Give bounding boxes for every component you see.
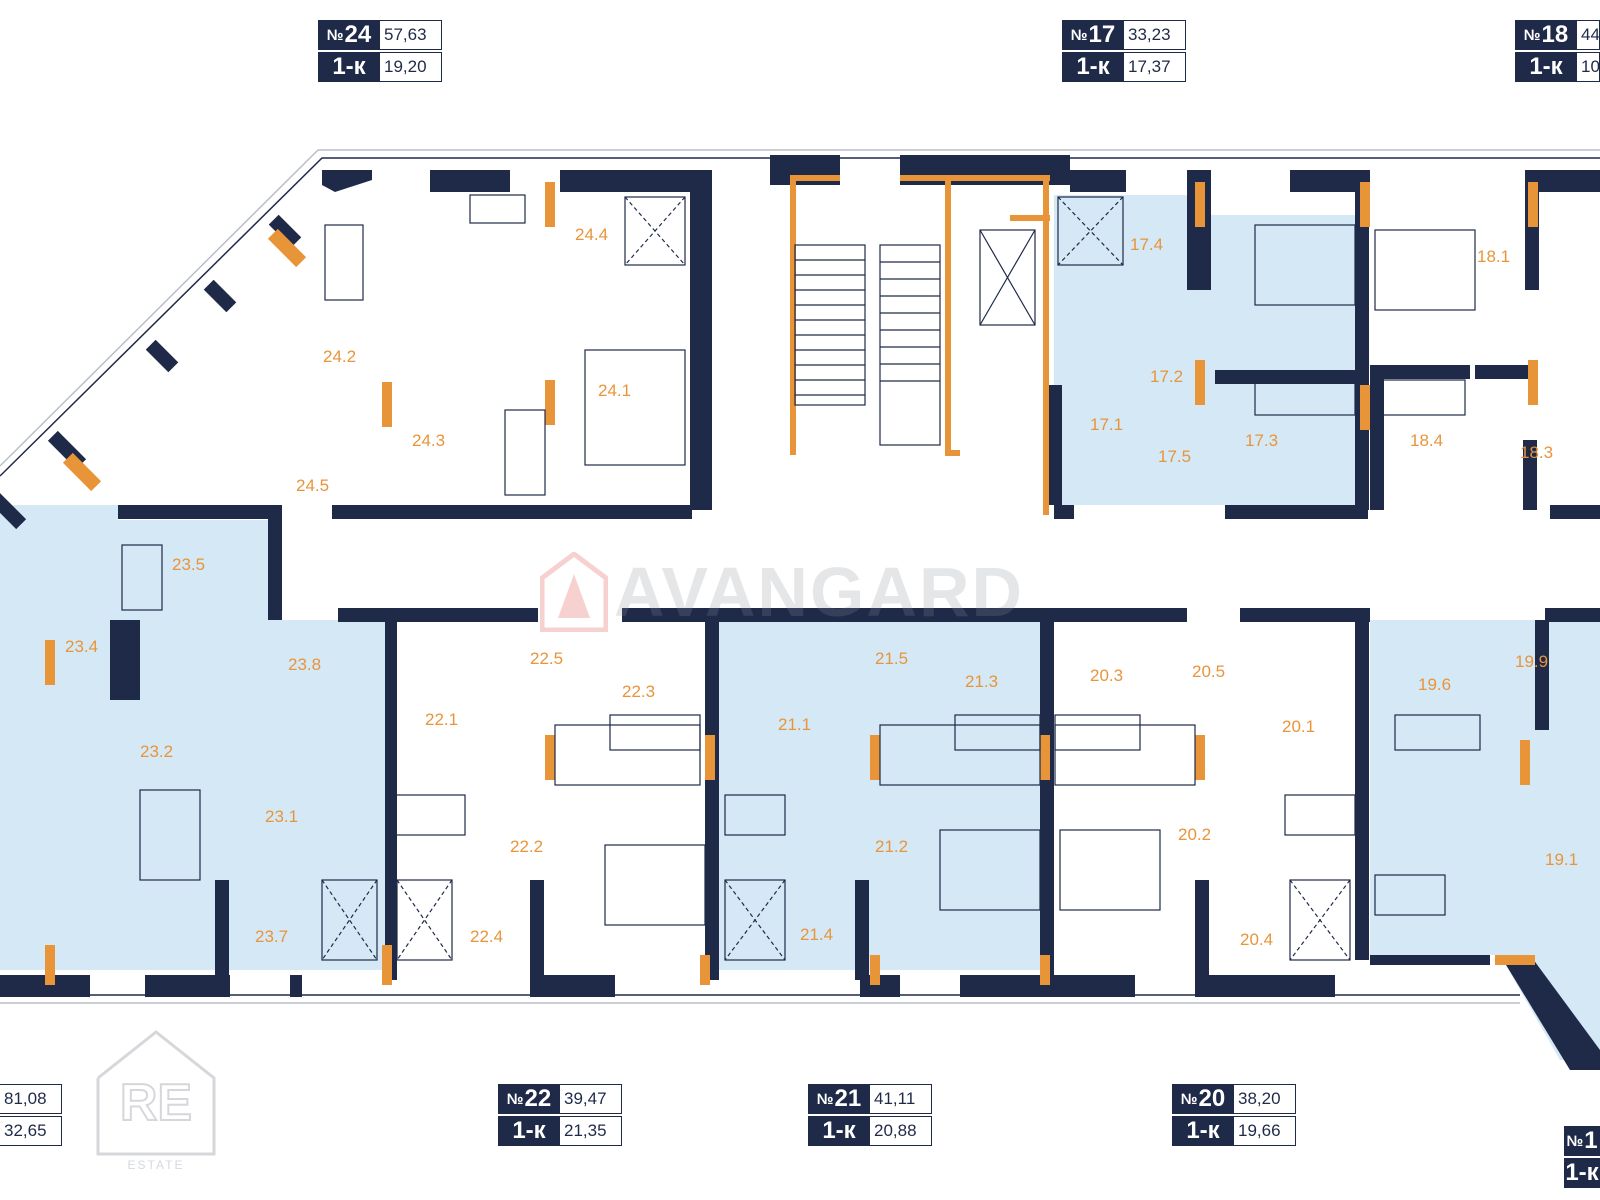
room-22-5: 22.5: [530, 649, 563, 668]
room-17-2: 17.2: [1150, 367, 1183, 386]
badge-living-area: 20,88: [870, 1116, 932, 1146]
badge-type: 1-к: [1515, 52, 1577, 82]
room-17-3: 17.3: [1245, 431, 1278, 450]
badge-total-area: 44: [1577, 20, 1600, 50]
badge-type: 1-к: [498, 1116, 560, 1146]
house-logo-icon: [540, 552, 608, 632]
badge-living-area: 19,20: [380, 52, 442, 82]
badge-type: 1-к: [1172, 1116, 1234, 1146]
unit-fills: [0, 195, 1600, 1060]
room-23-5: 23.5: [172, 555, 205, 574]
badge-total-area: 39,47: [560, 1084, 622, 1114]
unit-17-fill: [1054, 195, 1358, 505]
room-20-3: 20.3: [1090, 666, 1123, 685]
room-19-1: 19.1: [1545, 850, 1578, 869]
badge-total-area: 57,63: [380, 20, 442, 50]
room-21-1: 21.1: [778, 715, 811, 734]
badge-number: 20: [1198, 1085, 1226, 1112]
re-estate-logo: RE ESTATE: [94, 1028, 218, 1174]
room-23-4: 23.4: [65, 637, 98, 656]
badge-number: 1: [1584, 1127, 1598, 1154]
badge-total-area: 33,23: [1124, 20, 1186, 50]
badge-living-area: 32,65: [0, 1116, 62, 1146]
room-21-3: 21.3: [965, 672, 998, 691]
logo-letters: RE: [119, 1073, 193, 1133]
badge-number: 17: [1088, 21, 1116, 48]
badge-no-sign: №: [816, 1090, 834, 1108]
badge-type: 1-к: [808, 1116, 870, 1146]
room-labels: 24.4 24.2 24.1 24.3 24.5 17.4 17.2 17.1 …: [65, 225, 1578, 949]
room-24-4: 24.4: [575, 225, 608, 244]
badge-no-sign: №: [506, 1090, 524, 1108]
room-19-6: 19.6: [1418, 675, 1451, 694]
avangard-watermark: AVANGARD: [540, 552, 1024, 632]
badge-total-area: 41,11: [870, 1084, 932, 1114]
badge-number: 22: [524, 1085, 552, 1112]
room-22-4: 22.4: [470, 927, 503, 946]
room-24-5: 24.5: [296, 476, 329, 495]
badge-type: 1-к: [1062, 52, 1124, 82]
badge-no-sign: №: [1566, 1132, 1584, 1150]
badge-total-area: 81,08: [0, 1084, 62, 1114]
room-20-1: 20.1: [1282, 717, 1315, 736]
room-17-1: 17.1: [1090, 415, 1123, 434]
badge-number: 21: [834, 1085, 862, 1112]
badge-living-area: 17,37: [1124, 52, 1186, 82]
room-18-4: 18.4: [1410, 431, 1443, 450]
room-20-4: 20.4: [1240, 930, 1273, 949]
badge-number: 18: [1541, 21, 1569, 48]
house-outline-icon: [96, 1030, 216, 1156]
apartment-badge-23[interactable]: 81,08 32,65: [0, 1084, 62, 1146]
badge-no-sign: №: [1523, 26, 1541, 44]
badge-type: 1-к: [1564, 1158, 1600, 1188]
orange-accents: [45, 175, 1538, 985]
room-22-3: 22.3: [622, 682, 655, 701]
badge-type: 1-к: [318, 52, 380, 82]
room-23-2: 23.2: [140, 742, 173, 761]
badge-living-area: 10: [1577, 52, 1600, 82]
room-20-2: 20.2: [1178, 825, 1211, 844]
walls: [0, 155, 1600, 1070]
room-21-2: 21.2: [875, 837, 908, 856]
room-24-3: 24.3: [412, 431, 445, 450]
room-17-4: 17.4: [1130, 235, 1163, 254]
room-24-2: 24.2: [323, 347, 356, 366]
room-22-2: 22.2: [510, 837, 543, 856]
room-21-4: 21.4: [800, 925, 833, 944]
room-20-5: 20.5: [1192, 662, 1225, 681]
room-18-3: 18.3: [1520, 443, 1553, 462]
badge-living-area: 19,66: [1234, 1116, 1296, 1146]
room-21-5: 21.5: [875, 649, 908, 668]
room-22-1: 22.1: [425, 710, 458, 729]
room-23-7: 23.7: [255, 927, 288, 946]
room-23-8: 23.8: [288, 655, 321, 674]
logo-subtitle: ESTATE: [127, 1158, 185, 1172]
badge-no-sign: №: [1070, 26, 1088, 44]
unit-23-fill: [0, 505, 390, 970]
outer-envelope: [0, 149, 1600, 1004]
room-17-5: 17.5: [1158, 447, 1191, 466]
room-24-1: 24.1: [598, 381, 631, 400]
watermark-text: AVANGARD: [614, 553, 1025, 631]
room-23-1: 23.1: [265, 807, 298, 826]
room-19-9: 19.9: [1515, 652, 1548, 671]
core-details: [121, 194, 1481, 961]
badge-living-area: 21,35: [560, 1116, 622, 1146]
badge-no-sign: №: [1180, 1090, 1198, 1108]
badge-total-area: 38,20: [1234, 1084, 1296, 1114]
badge-number: 24: [344, 21, 372, 48]
unit-19-fill: [1370, 620, 1600, 1060]
badge-no-sign: №: [326, 26, 344, 44]
room-18-1: 18.1: [1477, 247, 1510, 266]
